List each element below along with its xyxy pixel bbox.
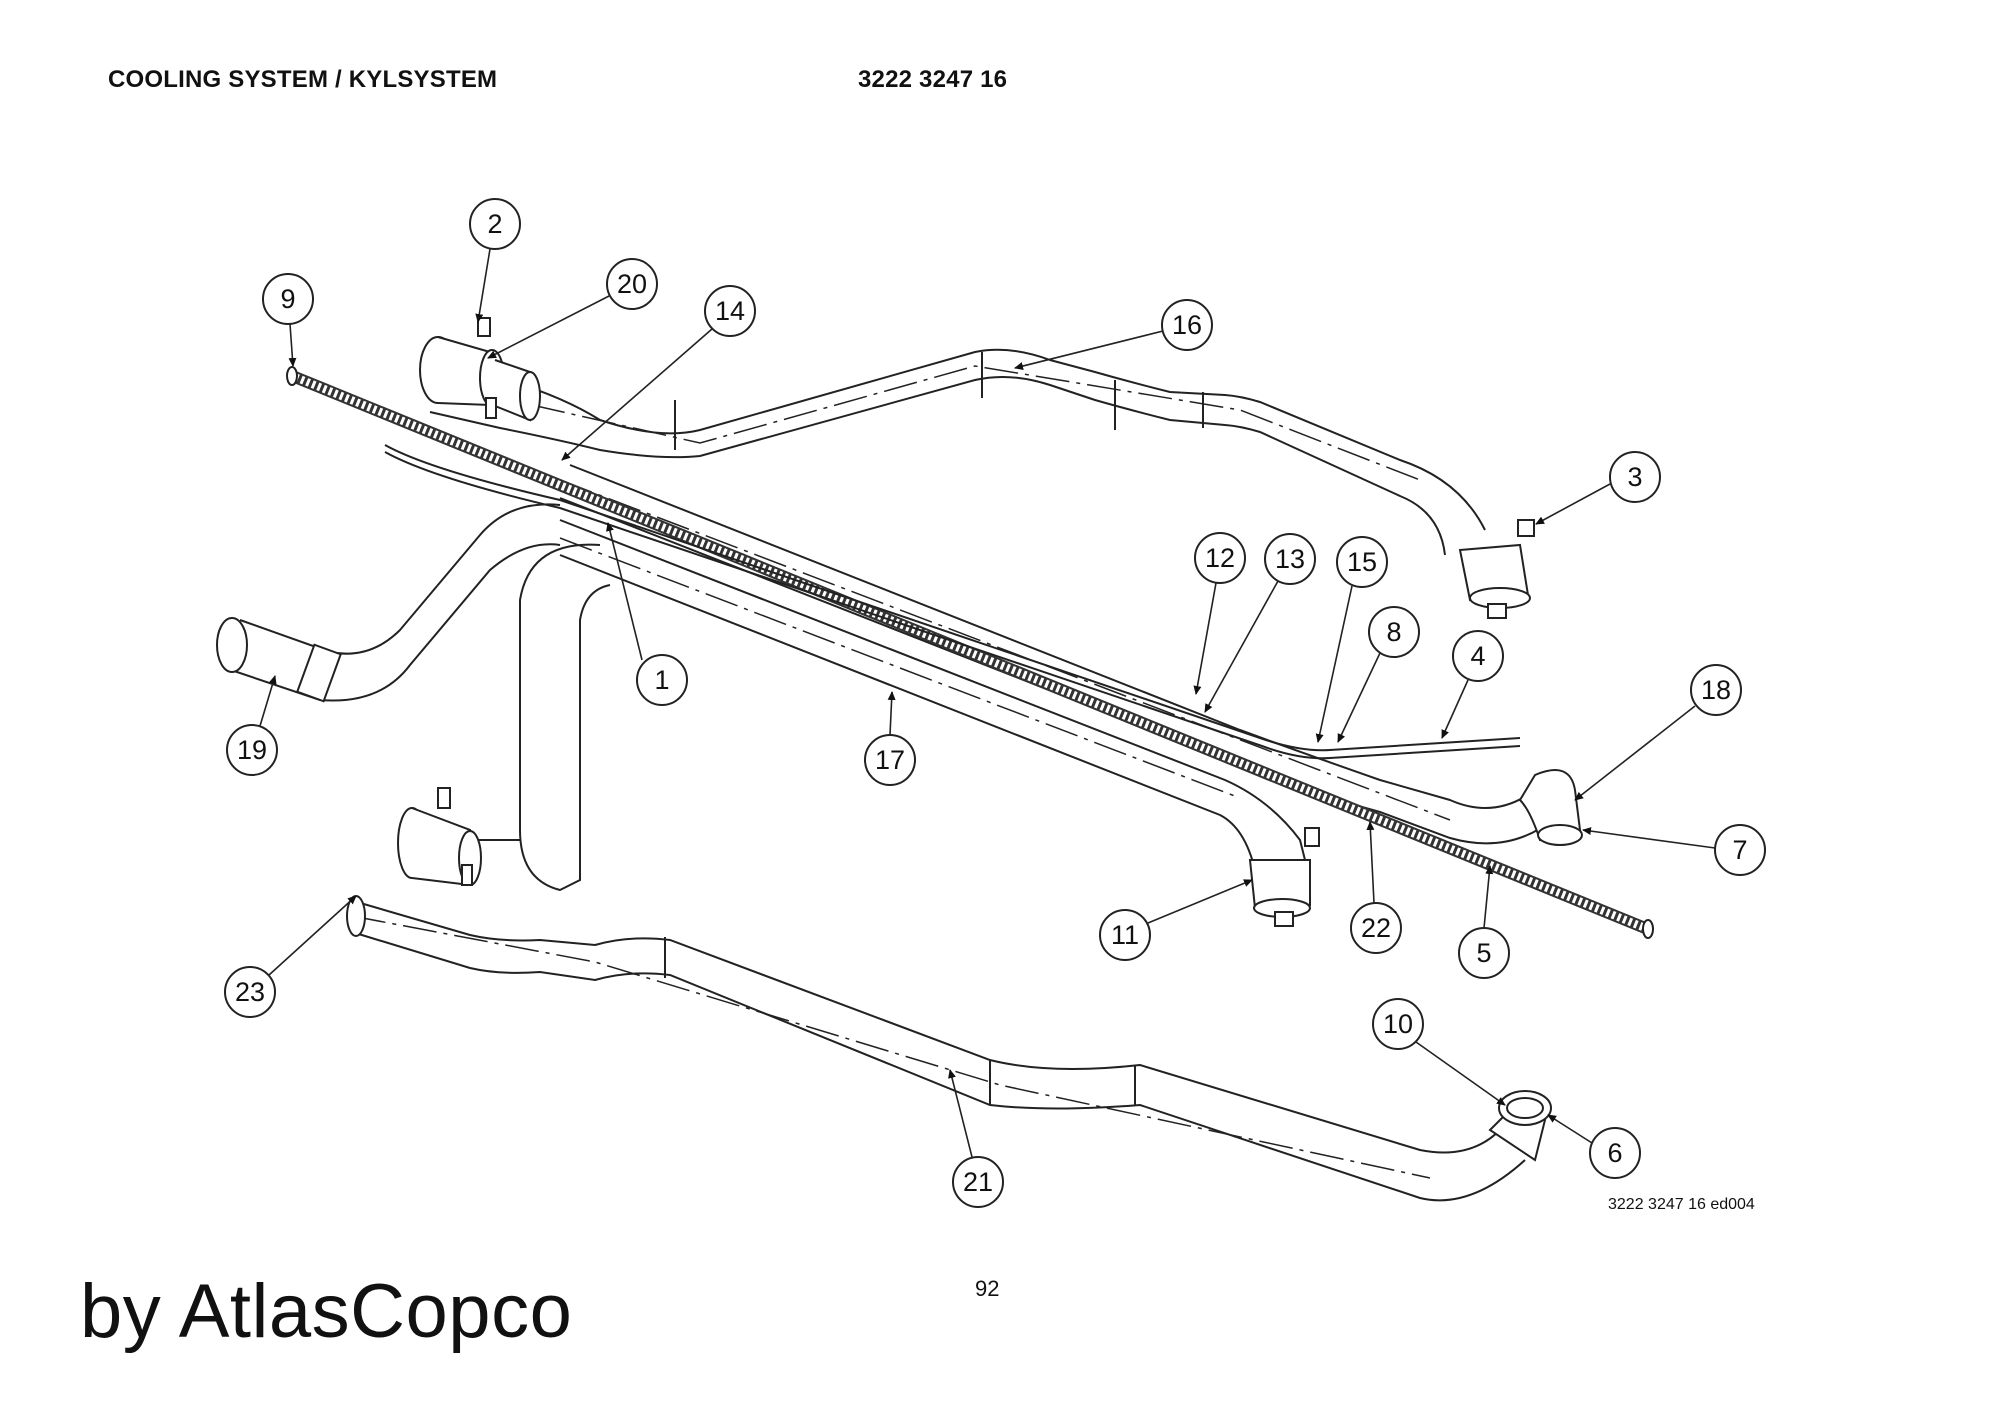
callout-16-label: 16 — [1172, 310, 1202, 340]
callout-11: 11 — [1099, 879, 1253, 961]
callout-9-label: 9 — [280, 284, 295, 314]
callout-3: 3 — [1535, 451, 1661, 525]
callout-16: 16 — [1014, 299, 1213, 370]
callout-5-label: 5 — [1476, 938, 1491, 968]
hose-4 — [384, 444, 1521, 760]
callout-5: 5 — [1458, 865, 1510, 979]
callout-23-label: 23 — [235, 977, 265, 1007]
hose-21 — [346, 895, 1526, 1202]
drawing-reference: 3222 3247 16 ed004 — [1608, 1196, 1755, 1213]
callout-4-label: 4 — [1470, 641, 1485, 671]
callout-4: 4 — [1441, 630, 1504, 739]
callout-8-label: 8 — [1386, 617, 1401, 647]
elbow-18-7 — [1518, 769, 1583, 846]
page-number: 92 — [975, 1276, 1000, 1301]
callout-2: 2 — [469, 198, 521, 323]
callout-7-label: 7 — [1732, 835, 1747, 865]
callout-23: 23 — [224, 895, 357, 1018]
callout-20: 20 — [487, 258, 658, 359]
callout-3-label: 3 — [1627, 462, 1642, 492]
hose-16 — [429, 348, 1486, 556]
hose-19 — [216, 503, 561, 703]
callout-13-label: 13 — [1275, 544, 1305, 574]
callout-6: 6 — [1547, 1114, 1641, 1179]
hose-17 — [559, 464, 1556, 881]
callout-12-label: 12 — [1205, 543, 1235, 573]
callout-10: 10 — [1372, 998, 1506, 1106]
fitting-2-20 — [419, 317, 541, 422]
corrugated-hose-9-5 — [286, 366, 1654, 939]
callout-15-label: 15 — [1347, 547, 1377, 577]
fitting-3-end — [1458, 519, 1535, 619]
callout-21: 21 — [948, 1069, 1004, 1208]
callout-14: 14 — [561, 285, 756, 461]
callout-1: 1 — [606, 522, 688, 706]
callout-11-label: 11 — [1111, 920, 1139, 950]
callout-18: 18 — [1574, 664, 1742, 801]
callout-2-label: 2 — [487, 209, 502, 239]
callout-21-label: 21 — [963, 1167, 993, 1197]
callout-19-label: 19 — [237, 735, 267, 765]
callout-19: 19 — [226, 675, 278, 776]
callout-15: 15 — [1315, 536, 1388, 743]
document-number: 3222 3247 16 — [858, 66, 1008, 93]
callout-9: 9 — [262, 273, 314, 367]
callout-17: 17 — [864, 691, 916, 786]
callout-20-label: 20 — [617, 269, 647, 299]
callout-18-label: 18 — [1701, 675, 1731, 705]
elbow-6-10 — [1488, 1090, 1552, 1162]
callout-22: 22 — [1350, 821, 1402, 954]
elbow-11 — [1248, 827, 1320, 927]
callout-8: 8 — [1337, 606, 1420, 743]
brand-watermark: by AtlasCopco — [80, 1269, 573, 1354]
callout-13: 13 — [1204, 533, 1316, 713]
page-title: COOLING SYSTEM / KYLSYSTEM — [108, 66, 498, 93]
callout-14-label: 14 — [715, 296, 745, 326]
fitting-lower — [397, 787, 482, 887]
callout-1-label: 1 — [654, 665, 669, 695]
callout-17-label: 17 — [875, 745, 905, 775]
callout-12: 12 — [1193, 532, 1246, 695]
callout-6-label: 6 — [1607, 1138, 1622, 1168]
callout-7: 7 — [1582, 824, 1766, 876]
callout-10-label: 10 — [1383, 1009, 1413, 1039]
callout-22-label: 22 — [1361, 913, 1391, 943]
